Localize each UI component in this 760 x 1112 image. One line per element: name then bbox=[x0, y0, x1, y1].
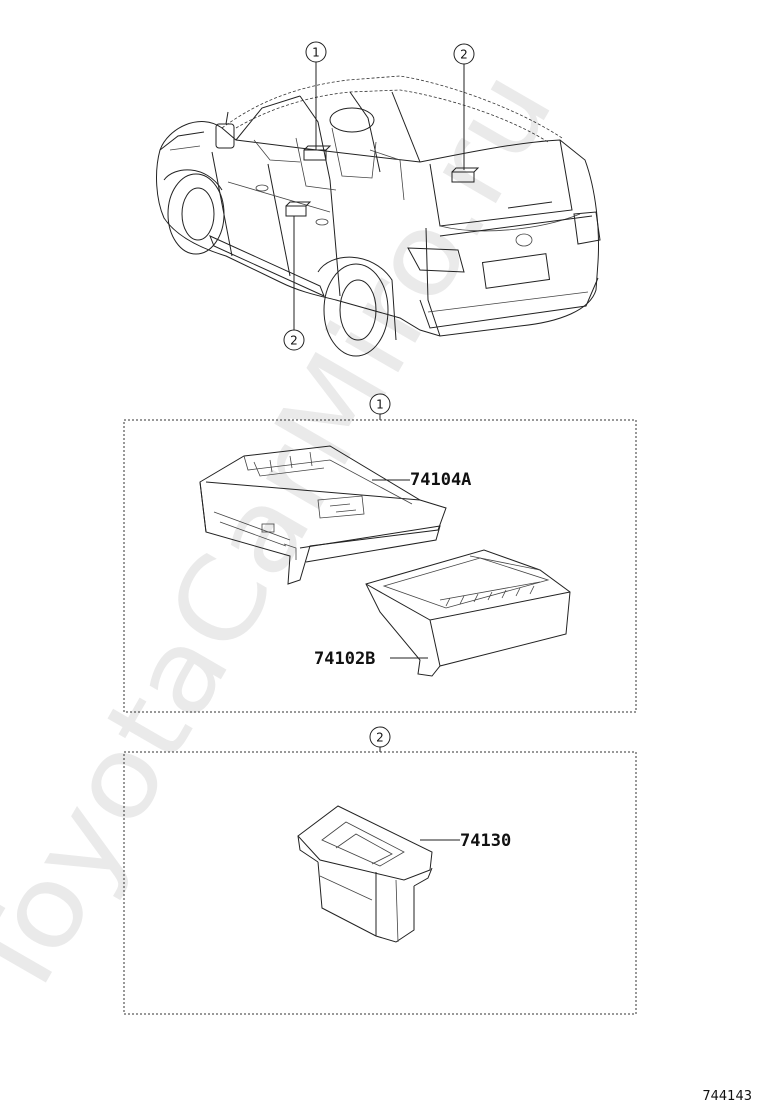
diagram-id: 744143 bbox=[702, 1089, 752, 1104]
vehicle-illustration bbox=[156, 75, 601, 357]
section-1-frame bbox=[123, 419, 637, 713]
part-label-74130: 74130 bbox=[460, 831, 511, 851]
watermark: ToyotaCarMiro.ru bbox=[0, 49, 578, 1024]
section-1: 1 74104A bbox=[123, 393, 637, 713]
section-2-frame bbox=[123, 751, 637, 1015]
part-74102B-drawing bbox=[365, 549, 571, 677]
section-2: 2 74130 bbox=[123, 726, 637, 1015]
callout-number: 2 bbox=[376, 731, 384, 745]
section-2-callout: 2 bbox=[369, 726, 391, 752]
part-label-74104A: 74104A bbox=[410, 470, 471, 490]
callout-number: 1 bbox=[376, 398, 384, 412]
section-1-callout: 1 bbox=[369, 393, 391, 420]
callout-number: 1 bbox=[312, 46, 320, 60]
callout-vehicle-door: 2 bbox=[283, 216, 305, 351]
watermark-text: ToyotaCarMiro.ru bbox=[0, 49, 578, 1024]
callout-number: 2 bbox=[460, 48, 468, 62]
callout-number: 2 bbox=[290, 334, 298, 348]
callout-vehicle-front: 1 bbox=[305, 41, 327, 150]
callout-vehicle-rear: 2 bbox=[453, 43, 475, 170]
part-74130-drawing bbox=[297, 805, 433, 943]
part-74104A-drawing bbox=[199, 445, 447, 585]
part-label-74102B: 74102B bbox=[314, 649, 375, 669]
